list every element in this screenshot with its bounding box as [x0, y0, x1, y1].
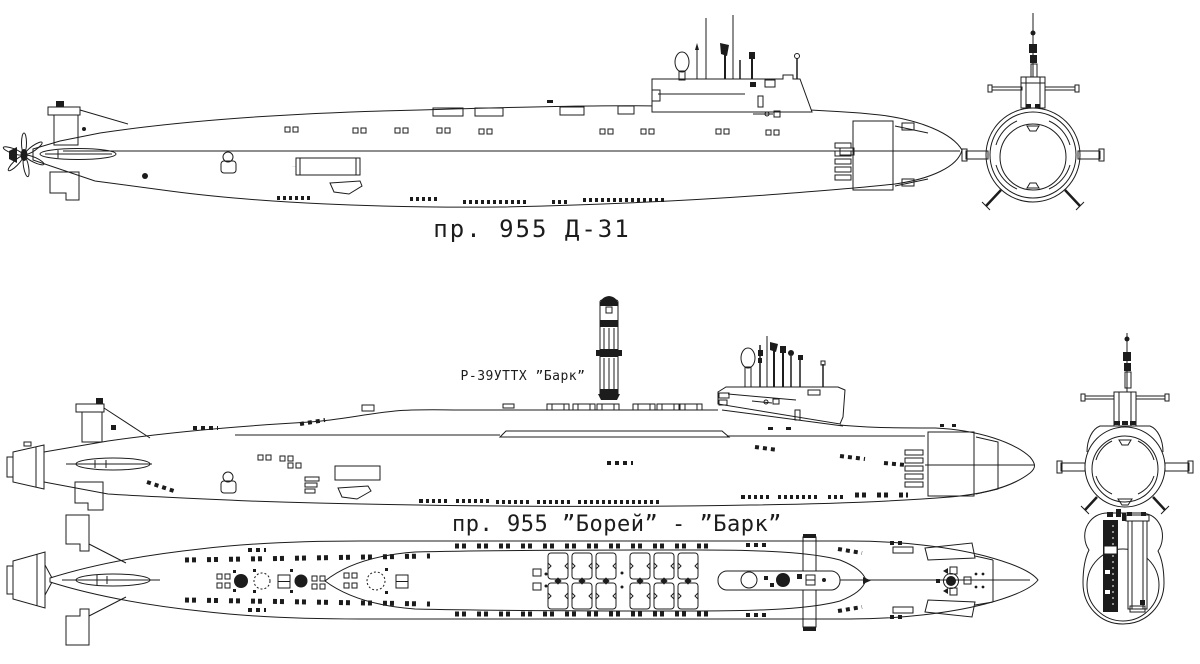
propeller-icon: [2, 132, 45, 178]
section-outline: [1082, 512, 1165, 625]
caption-d31: пр. 955 Д-31: [433, 215, 630, 243]
d31-side-view: [2, 15, 963, 208]
lower-fins: [981, 189, 1085, 211]
flood-ports: [277, 196, 667, 204]
borei-front-view: [1056, 333, 1194, 515]
masts-front: [1123, 333, 1132, 392]
hull-outline: [32, 105, 963, 208]
stern-rudders: [47, 101, 148, 201]
periscope-masts: [740, 336, 826, 388]
hull-bracket-arcs: [995, 120, 1071, 190]
missile-hatch-row: [361, 403, 703, 412]
deck-fittings: [193, 418, 956, 500]
missile-compartment-section: [1082, 509, 1165, 625]
hull-outline: [49, 540, 1039, 620]
deck-cluster-mid: [343, 568, 409, 594]
sonar-fittings: [936, 566, 985, 596]
d31-front-view: [961, 13, 1105, 211]
stern-planes: [65, 514, 127, 646]
bow-compartment: [834, 120, 929, 191]
missile-tube-loaded: [1103, 520, 1118, 612]
bark-missile: [596, 296, 622, 400]
caption-borei: пр. 955 ”Борей” - ”Барк”: [452, 512, 782, 537]
towed-array-pod: [66, 457, 152, 471]
pumpjet-shroud: [6, 551, 53, 609]
hull-bracket-arcs: [1095, 440, 1155, 495]
deck-cluster-aft: [216, 569, 326, 593]
periscope-masts: [674, 15, 800, 81]
missile-hatches: [532, 552, 699, 610]
sail-front: [987, 76, 1080, 109]
lower-fins: [1080, 496, 1170, 515]
bow-compartment: [904, 431, 999, 497]
side-planes: [1056, 460, 1194, 474]
missile-tube-empty: [1125, 512, 1150, 613]
sail: [651, 74, 813, 118]
missile-deck-band: [498, 430, 731, 438]
stern-rudders: [74, 398, 151, 511]
towed-array-pod: [39, 148, 117, 160]
sail: [717, 386, 846, 427]
side-planes: [961, 148, 1105, 162]
casing-hump: [1086, 425, 1164, 453]
towed-array-pod: [62, 573, 160, 587]
masts-front: [1029, 13, 1038, 78]
escape-hatch: [220, 471, 237, 494]
sail-front: [1080, 391, 1170, 427]
edge-ports: [184, 541, 903, 619]
escape-hatch: [220, 151, 237, 174]
borei-plan-view: [6, 514, 1039, 646]
hull-outline: [43, 409, 1035, 507]
caption-missile: Р-39УТТХ ”Барк”: [461, 369, 586, 384]
sail-plan: [717, 534, 1030, 631]
flood-ports: [146, 480, 908, 504]
borei-side-view: [6, 336, 1035, 511]
pumpjet-shroud: [6, 441, 45, 490]
bow-hatches: [892, 542, 994, 618]
